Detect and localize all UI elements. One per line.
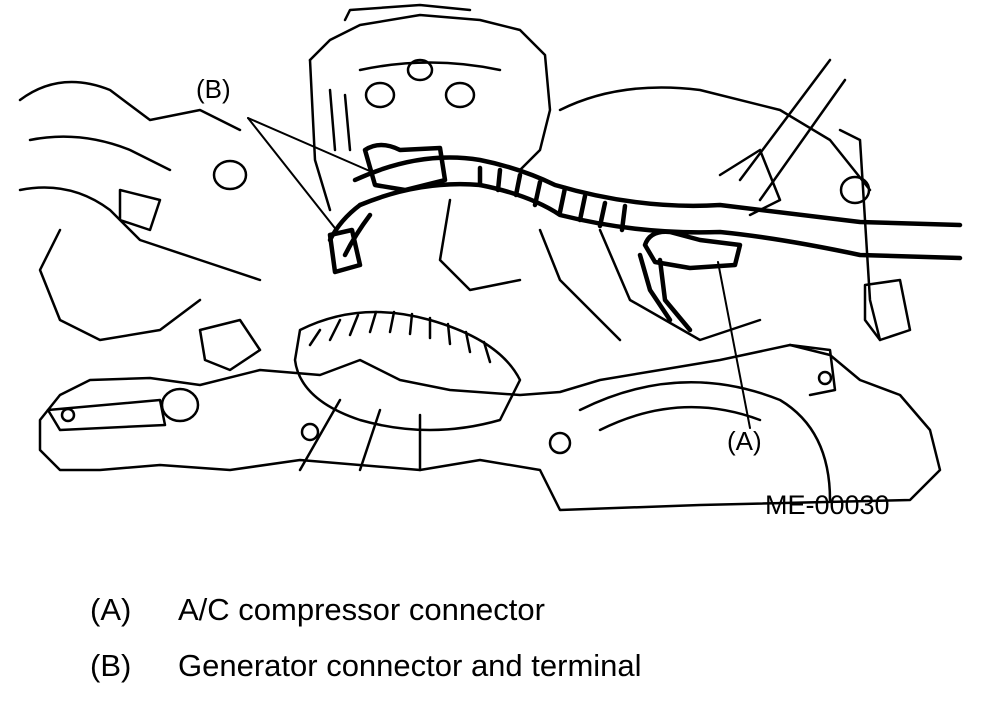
wiring-harness — [327, 142, 963, 333]
figure-id: ME-00030 — [765, 490, 890, 520]
legend-item-a: (A) A/C compressor connector — [90, 592, 545, 628]
leader-lines — [247, 117, 751, 429]
legend-text: A/C compressor connector — [178, 592, 545, 627]
legend-key: (B) — [90, 648, 132, 683]
engine-diagram — [18, 3, 963, 512]
legend-text: Generator connector and terminal — [178, 648, 642, 683]
callout-b: (B) — [196, 74, 231, 104]
callout-a: (A) — [727, 426, 762, 456]
legend-key: (A) — [90, 592, 132, 627]
engine-block-outline — [18, 3, 942, 512]
legend-item-b: (B) Generator connector and terminal — [90, 648, 642, 684]
